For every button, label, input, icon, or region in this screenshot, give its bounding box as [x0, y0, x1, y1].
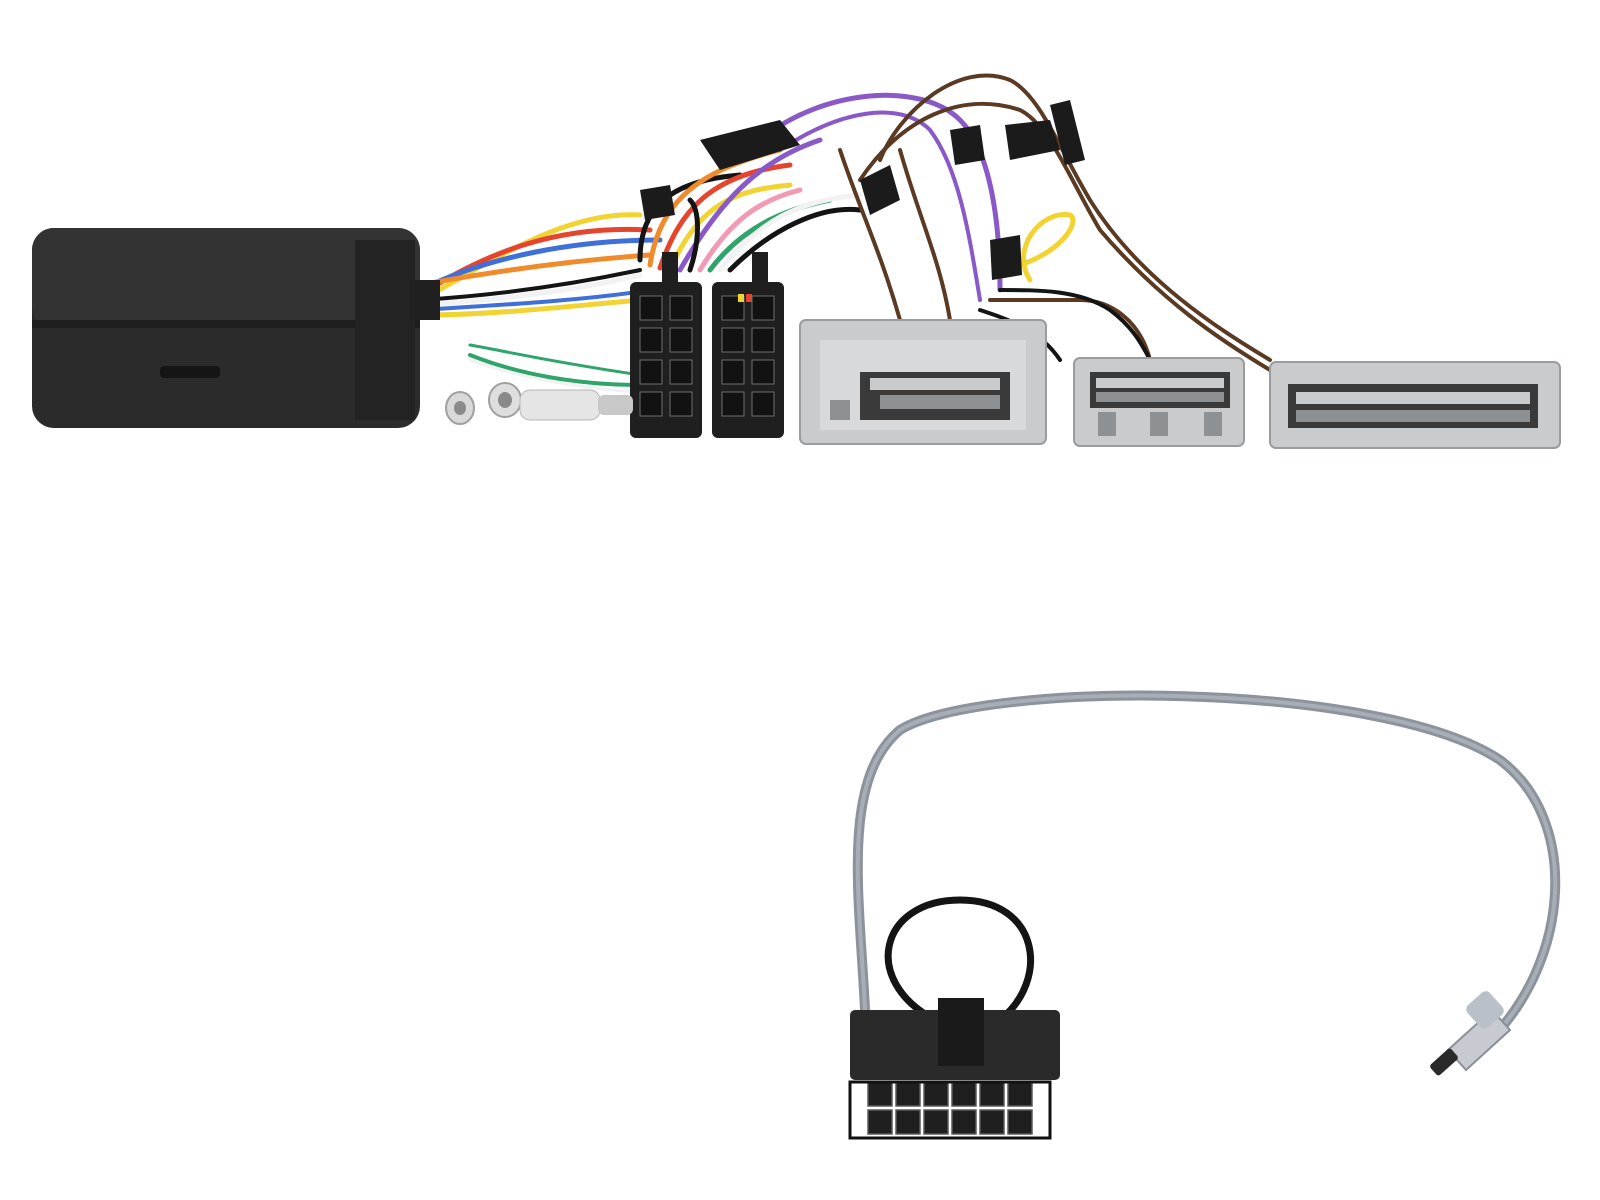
- antenna-plug: [445, 382, 633, 425]
- patch-lead-connector-12pin: [848, 998, 1060, 1140]
- vehicle-harness-connector-large: [799, 319, 1047, 445]
- iso-power-connector: [630, 252, 702, 438]
- patch-lead-cable: [852, 690, 1561, 1045]
- vehicle-harness-connector-wide: [1269, 361, 1561, 449]
- vehicle-harness-connector-medium: [1073, 357, 1245, 447]
- patch-lead-jack-plug: [1430, 991, 1512, 1076]
- iso-speaker-connector: [712, 252, 784, 438]
- fabric-tape-wraps: [640, 100, 1085, 280]
- interface-module-box: [32, 228, 440, 428]
- wire-bundle: [417, 73, 1272, 394]
